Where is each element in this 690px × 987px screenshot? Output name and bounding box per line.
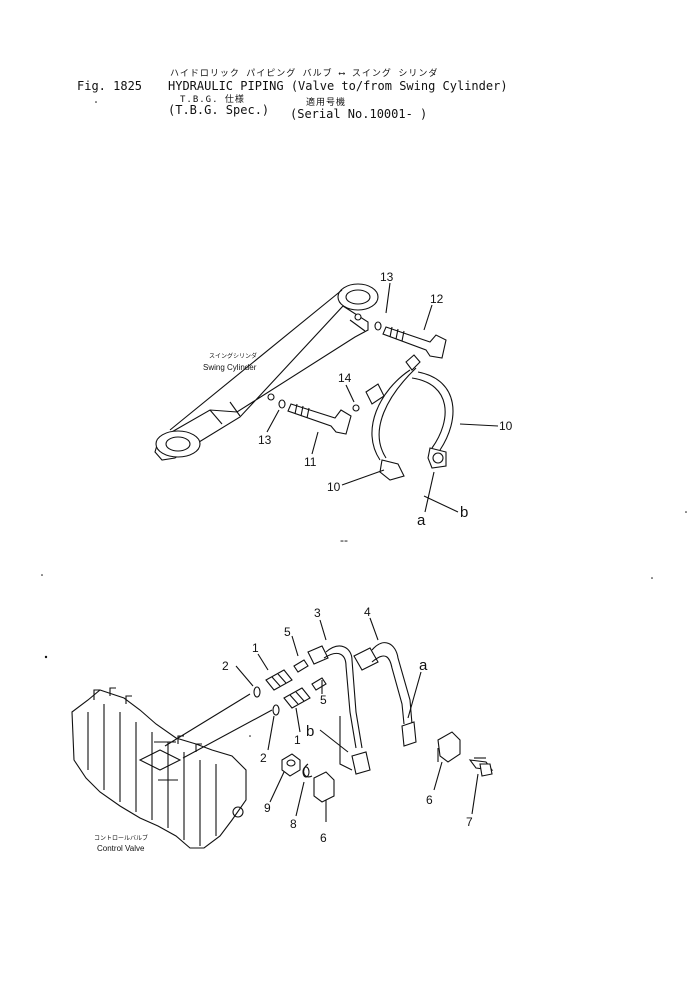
washer-8 [302,763,313,778]
clamp-6-right [437,731,461,763]
connector-1-upper [265,669,293,691]
connector-1-lower [283,687,311,709]
o-ring-13-lower [278,399,286,409]
ring-5-lower [311,677,327,691]
callout-4: 4 [364,605,371,619]
tube-4 [353,642,417,747]
separator-mark: -- [340,533,348,547]
elbow-fitting-12 [382,326,447,359]
callout-13b: 13 [258,433,272,447]
callout-6b: 6 [426,793,433,807]
o-ring-13-upper [374,321,382,331]
callout-1a: 1 [252,641,259,655]
elbow-fitting-11 [287,403,352,435]
callout-b-upper: b [460,504,468,521]
callout-b-lower: b [306,723,314,740]
o-ring-2-lower [272,704,280,716]
callout-5b: 5 [320,693,327,707]
tube-3 [307,645,371,775]
tbg-spec: (T.B.G. Spec.) [168,103,270,117]
japanese-title: ハイドロリック パイピング バルブ ⟷ スイング シリンダ [170,69,439,79]
callout-a-lower: a [419,657,428,674]
callout-6a: 6 [320,831,327,845]
hose-10 [365,354,454,481]
callout-a-upper: a [417,512,426,529]
o-ring-2-upper [253,686,261,698]
callout-13a: 13 [380,270,394,284]
callout-10b: 10 [327,480,341,494]
callout-5a: 5 [284,625,291,639]
ring-5-upper [293,659,309,673]
swing-cylinder-jp-label: スイングシリンダ [209,352,257,360]
swing-cylinder-label: Swing Cylinder [203,363,257,372]
callout-11: 11 [304,455,317,469]
tbg-spec-jp: T.B.G. 仕様 [180,95,245,105]
control-valve-label: Control Valve [97,844,145,853]
callout-12: 12 [430,292,444,306]
swing-cylinder [154,283,379,461]
serial-range: (Serial No.10001- ) [290,107,428,121]
serial-jp: 適用号機 [306,98,347,108]
callout-10a: 10 [499,419,513,433]
clamp-6-left [313,771,335,803]
o-ring-14 [352,404,360,412]
diagram-title: HYDRAULIC PIPING (Valve to/from Swing Cy… [168,79,508,93]
callout-2a: 2 [222,659,229,673]
callout-14: 14 [338,371,352,385]
control-valve-jp-label: コントロールバルブ [94,834,148,842]
callout-3: 3 [314,606,321,620]
callout-9: 9 [264,801,271,815]
bolt-7 [468,757,494,777]
nut-9 [281,753,301,777]
callout-8: 8 [290,817,297,831]
callout-1b: 1 [294,733,301,747]
callout-2b: 2 [260,751,267,765]
figure-number: Fig. 1825 [77,79,143,93]
callout-7: 7 [466,815,473,829]
